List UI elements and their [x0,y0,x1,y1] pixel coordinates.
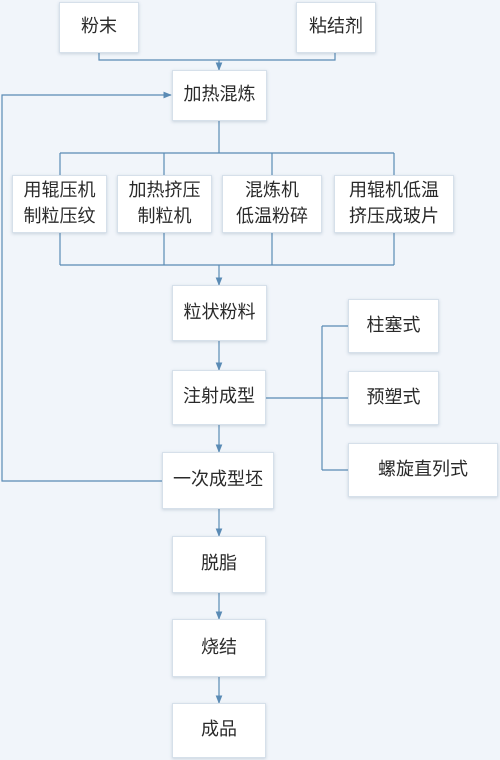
debinding-label: 脱脂 [201,553,237,575]
connector-binder [219,53,336,61]
injection-box: 注射成型 [172,370,266,425]
heated-extrusion-label: 加热挤压 制粒机 [128,179,201,227]
injection-label: 注射成型 [183,386,255,408]
granular-powder-label: 粒状粉料 [183,301,256,323]
preplastic-box: 预塑式 [348,371,439,425]
feedback-loop [1,91,172,482]
low-temp-crush-box: 混炼机 低温粉碎 [222,175,322,233]
product-box: 成品 [172,703,266,758]
screw-label: 螺旋直列式 [378,458,468,480]
sintering-box: 烧结 [172,619,266,677]
screw-box: 螺旋直列式 [348,443,498,497]
sintering-label: 烧结 [201,636,237,658]
green-body-label: 一次成型坯 [173,469,263,491]
product-label: 成品 [201,719,237,741]
low-temp-crush-label: 混炼机 低温粉碎 [236,179,308,227]
binder-label: 粘结剂 [309,16,363,38]
powder-box: 粉末 [59,2,139,53]
mixing-label: 加热混炼 [183,84,256,106]
connector-powder [98,53,219,61]
plunger-label: 柱塞式 [366,314,421,336]
plunger-box: 柱塞式 [348,299,439,353]
roller-sheet-label: 用辊机低温 挤压成玻片 [349,179,439,227]
heated-extrusion-box: 加热挤压 制粒机 [117,175,212,233]
granular-powder-box: 粒状粉料 [172,285,267,341]
roller-texture-label: 用辊压机 制粒压纹 [23,179,96,227]
roller-sheet-box: 用辊机低温 挤压成玻片 [334,175,454,233]
debinding-box: 脱脂 [172,536,266,593]
mixing-box: 加热混炼 [172,70,267,121]
binder-box: 粘结剂 [296,2,376,53]
preplastic-label: 预塑式 [366,386,421,408]
roller-texture-box: 用辊压机 制粒压纹 [12,175,107,233]
green-body-box: 一次成型坯 [162,452,274,509]
powder-label: 粉末 [81,16,117,38]
